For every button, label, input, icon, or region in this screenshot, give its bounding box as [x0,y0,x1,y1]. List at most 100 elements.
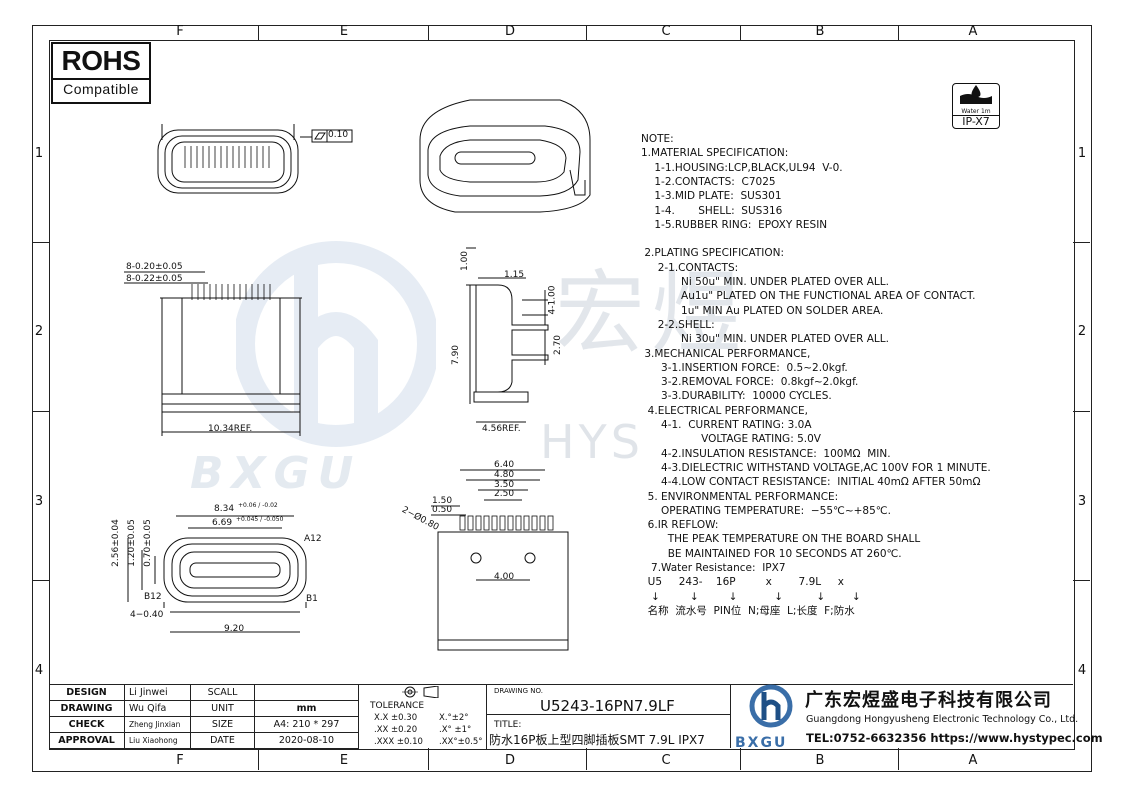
dim-front-1-20: 1.20±0.05 [126,519,137,567]
label-b12: B12 [144,592,162,602]
design-label: DESIGN [49,685,125,701]
dim-side-2-70: 2.70 [553,334,564,356]
tolerance-value: X.°±2° [439,713,469,723]
tolerance-value: .XX°±0.5° [439,737,483,747]
tolerance-label: TOLERANCE [370,701,425,711]
zone-col-a-top: A [968,24,978,39]
dim-front-8-34: 8.34 [214,504,235,514]
dim-front-9-20: 9.20 [224,624,245,634]
zone-tick [586,25,587,40]
dim-pcb-1-50: 1.50 [432,496,453,506]
label-a12: A12 [304,534,322,544]
note-line: 名称 流水号 PIN位 N;母座 L;长度 F;防水 [641,604,855,617]
dim-side-4-1-00: 4-1.00 [547,285,558,315]
side-view-drawing [466,247,549,423]
zone-col-a-bottom: A [968,753,978,768]
note-line: 6.IR REFLOW: [641,519,719,532]
zone-col-f-bottom: F [176,753,184,768]
note-line: 2-1.CONTACTS: [641,261,739,274]
zone-row-1-left: 1 [34,146,44,161]
size-label: SIZE [191,717,255,733]
zone-col-d-bottom: D [504,753,515,768]
dim-pcb-6-40: 6.40 [494,460,515,470]
zone-row-3-left: 3 [34,494,44,509]
dim-side-4-56: 4.56REF. [482,424,521,434]
note-line: 4-3.DIELECTRIC WITHSTAND VOLTAGE,AC 100V… [641,461,991,474]
note-line: 4-1. CURRENT RATING: 3.0A [641,419,812,431]
zone-tick [32,580,49,581]
check-name: Zheng Jinxian [125,717,191,733]
label-b1: B1 [306,594,318,604]
top-view-drawing [157,124,353,194]
note-line: 3-3.DURABILITY: 10000 CYCLES. [641,390,832,403]
zone-tick [740,748,741,770]
tolerance-value: .XX ±0.20 [374,725,418,735]
tolerance-value: .XXX ±0.10 [374,737,423,747]
zone-col-e-top: E [339,24,349,39]
port-view-drawing [127,515,307,633]
note-line: 1-3.MID PLATE: SUS301 [641,190,782,203]
dim-side-7-90: 7.90 [451,344,462,366]
perspective-view-drawing [419,99,591,213]
scale-value [255,685,359,701]
company-logo-icon [749,684,793,728]
approval-name: Liu Xiaohong [125,733,191,749]
title-block: DESIGN Li Jinwei SCALL DRAWING Wu Qifa U… [49,684,1073,749]
drawing-inner-frame [49,40,1075,750]
zone-col-d-top: D [504,24,515,39]
water-drop-icon [960,85,992,104]
design-name: Li Jinwei [125,685,191,701]
unit-value: mm [255,701,359,717]
date-label: DATE [191,733,255,749]
zone-row-1-right: 1 [1077,146,1087,161]
dim-front-6-69: 6.69 [212,518,233,528]
dim-pcb-0-50: 0.50 [432,505,453,515]
brand-logo-text: BXGU [735,735,788,751]
note-line: 2-2.SHELL: [641,318,715,331]
zone-row-2-left: 2 [34,324,44,339]
zone-tick [1073,242,1090,243]
note-line: 5. ENVIRONMENTAL PERFORMANCE: [641,490,839,503]
pcb-layout-drawing [431,469,569,651]
dim-width-ref: 10.34REF. [208,424,253,434]
note-line: OPERATING TEMPERATURE: −55℃~+85℃. [641,504,891,517]
zone-col-f-top: F [176,24,184,39]
zone-row-4-left: 4 [34,663,44,678]
zone-tick [1073,411,1090,412]
title-cell [487,715,731,748]
note-line: 4-2.INSULATION RESISTANCE: 100MΩ MIN. [641,447,891,460]
dim-front-6-69-tol: +0.045 / -0.050 [236,516,284,523]
zone-tick [32,411,49,412]
zone-tick [258,25,259,40]
rohs-title: ROHS [61,45,141,76]
zone-tick [898,748,899,770]
dim-front-8-34-tol: +0.06 / -0.02 [238,502,278,509]
note-line: VOLTAGE RATING: 5.0V [641,433,821,446]
note-line: 2.PLATING SPECIFICATION: [641,247,785,260]
note-line: Ni 50u" MIN. UNDER PLATED OVER ALL. [641,276,889,288]
watermark-english: HYS [540,415,644,469]
dim-side-1-15: 1.15 [504,270,525,280]
zone-tick [258,748,259,770]
drawing-no-label: DRAWING NO. [494,687,543,695]
zone-row-4-right: 4 [1077,663,1087,678]
scale-label: SCALL [191,685,255,701]
ip-badge-small: Water 1m [961,108,991,115]
front-view-drawing [124,271,302,436]
dim-pcb-2-50: 2.50 [494,489,515,499]
company-name-en: Guangdong Hongyusheng Electronic Technol… [806,714,1079,725]
note-line: NOTE: [641,133,674,145]
note-line: 4.ELECTRICAL PERFORMANCE, [641,404,808,417]
drawing-no-cell [487,684,731,715]
zone-tick [32,242,49,243]
company-name-cn: 广东宏煜盛电子科技有限公司 [805,690,1052,711]
tolerance-value: .X° ±1° [439,725,472,735]
rohs-subtitle: Compatible [53,78,149,99]
zone-col-c-bottom: C [661,753,671,768]
zone-tick [898,25,899,40]
dim-front-2-56: 2.56±0.04 [110,519,121,567]
note-line: 1-5.RUBBER RING: EPOXY RESIN [641,218,828,231]
rohs-badge: ROHS Compatible [51,42,151,104]
note-line: 3.MECHANICAL PERFORMANCE, [641,347,811,360]
